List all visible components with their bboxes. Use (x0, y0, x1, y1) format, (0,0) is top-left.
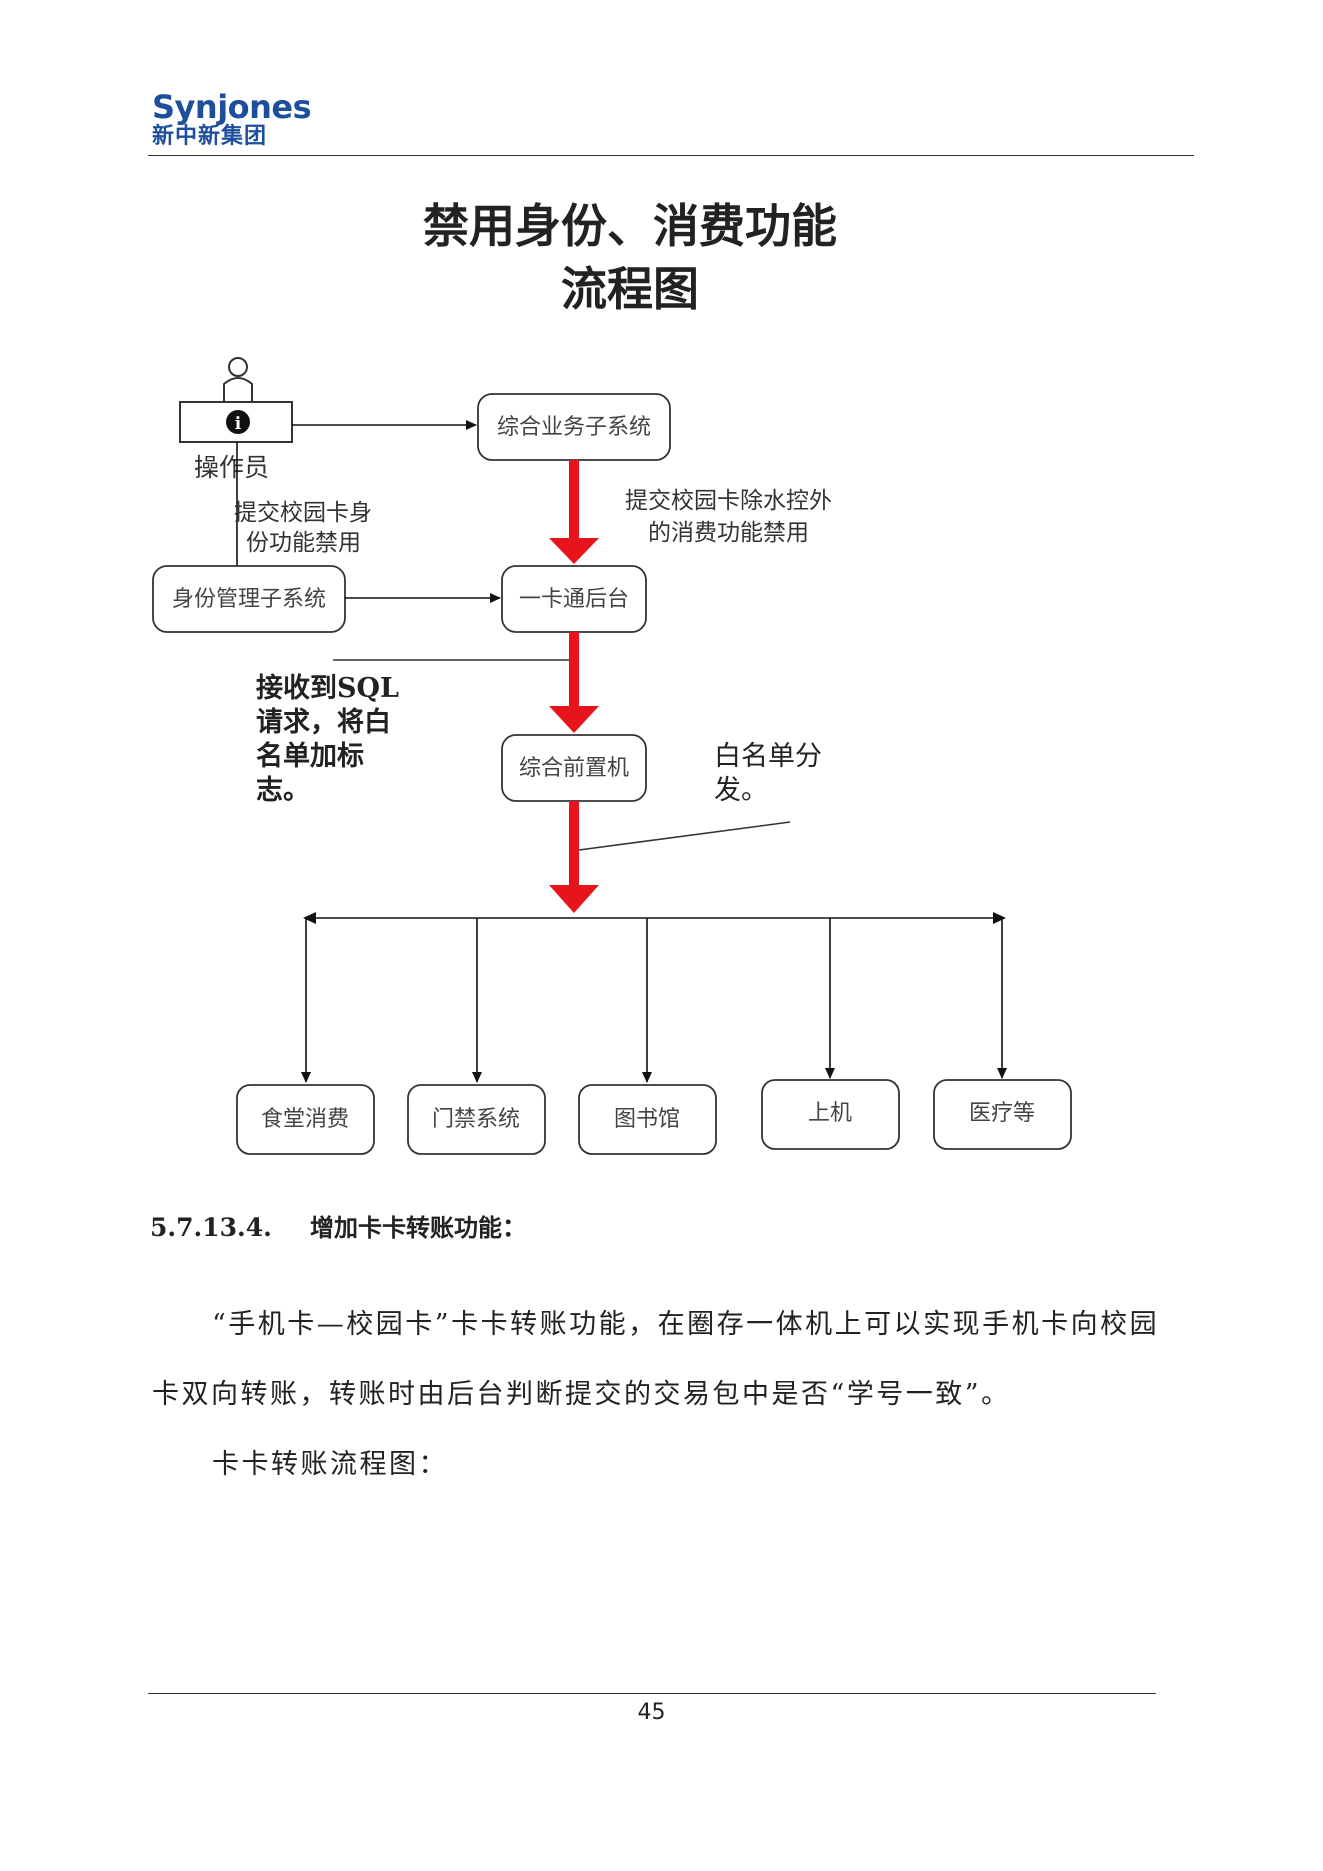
annotation-sql-3: 名单加标 (256, 740, 364, 772)
node-business-subsystem: 综合业务子系统 (477, 393, 671, 461)
terminal-computer-label: 上机 (808, 1101, 852, 1126)
leader-line-whitelist (578, 821, 791, 851)
terminal-access-label: 门禁系统 (432, 1107, 520, 1132)
annotation-sql-4: 志。 (256, 775, 310, 806)
section-colon: ： (502, 1213, 528, 1242)
terminal-canteen: 食堂消费 (236, 1084, 375, 1155)
logo-english-name: Synjones (152, 88, 312, 126)
terminal-canteen-label: 食堂消费 (261, 1107, 349, 1132)
terminal-library: 图书馆 (578, 1084, 717, 1155)
red-arrow-frontend-to-terminals (549, 801, 599, 913)
company-logo: Synjones 新中新集团 (152, 88, 312, 150)
node-frontend: 综合前置机 (501, 734, 647, 802)
node-frontend-label: 综合前置机 (519, 756, 629, 781)
node-identity-subsystem: 身份管理子系统 (152, 565, 346, 633)
section-title: 增加卡卡转账功能 (310, 1214, 502, 1242)
svg-text:i: i (235, 414, 242, 434)
terminal-medical-label: 医疗等 (969, 1101, 1035, 1126)
body-paragraph-transfer: “手机卡—校园卡”卡卡转账功能，在圈存一体机上可以实现手机卡向校园卡双向转账，转… (152, 1309, 1160, 1410)
section-heading: 5.7.13.4. 增加卡卡转账功能： (150, 1208, 527, 1244)
annotation-sql-1: 接收到SQL (256, 673, 399, 704)
terminal-medical: 医疗等 (933, 1079, 1072, 1150)
bus-arrowhead-right (993, 912, 1006, 924)
node-backend: 一卡通后台 (501, 565, 647, 633)
annotation-submit-identity-2: 份功能禁用 (246, 530, 361, 556)
body-paragraph-flowchart-caption: 卡卡转账流程图： (212, 1449, 448, 1480)
flowchart-disable-identity-consumption: 禁用身份、消费功能 流程图 i 操作员 综合业务子系统 身份管理子系统 一卡通后… (152, 199, 1072, 1155)
red-arrow-business-to-backend (549, 460, 599, 564)
footer-divider (148, 1693, 1156, 1694)
annotation-submit-identity-1: 提交校园卡身 (234, 500, 372, 526)
header-divider (148, 155, 1194, 156)
terminal-library-label: 图书馆 (614, 1107, 680, 1132)
annotation-whitelist-2: 发。 (714, 775, 768, 806)
node-identity-label: 身份管理子系统 (172, 587, 326, 612)
annotation-sql-2: 请求，将白 (256, 706, 391, 738)
operator-icon: i (179, 357, 293, 443)
operator-label: 操作员 (194, 453, 269, 482)
terminal-access-control: 门禁系统 (407, 1084, 546, 1155)
logo-chinese-name: 新中新集团 (152, 124, 268, 149)
red-arrow-backend-to-frontend (549, 632, 599, 733)
bus-arrowhead-left (303, 912, 316, 924)
terminal-computer: 上机 (761, 1079, 900, 1150)
annotation-submit-consume-1: 提交校园卡除水控外 (625, 488, 832, 514)
diagram-title-line2: 流程图 (561, 262, 699, 316)
node-business-label: 综合业务子系统 (497, 415, 651, 440)
section-number: 5.7.13.4. (150, 1213, 272, 1242)
node-backend-label: 一卡通后台 (519, 587, 629, 612)
page-number: 45 (637, 1700, 666, 1725)
diagram-title-line1: 禁用身份、消费功能 (423, 199, 837, 253)
annotation-submit-consume-2: 的消费功能禁用 (648, 520, 809, 546)
annotation-whitelist-1: 白名单分 (714, 741, 822, 772)
